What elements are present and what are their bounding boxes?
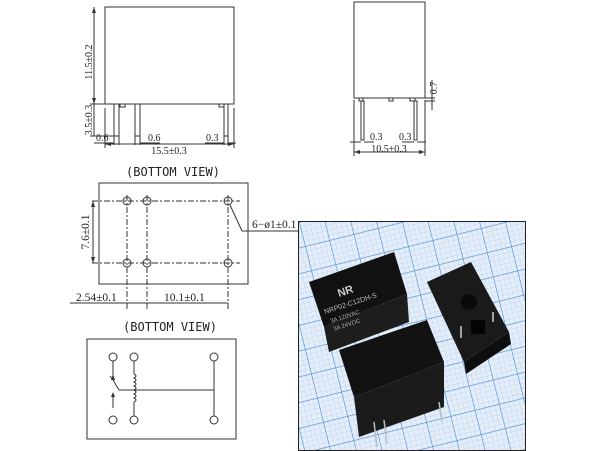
pin-length-dimension: 3.5±0.3 (84, 105, 95, 136)
row-spacing-dimension: 7.6±0.1 (80, 214, 92, 249)
end-pin-right-dimension: 0.3 (399, 132, 412, 143)
relay-body-side (104, 6, 235, 105)
schematic-title: (BOTTOM VIEW) (123, 320, 217, 334)
pin-width-mid-dimension: 0.6 (148, 133, 161, 144)
relay-photo: NR NRP02-C12DH-S 3A 120VAC 3A 24VDC (298, 221, 526, 451)
standoff-dimension: 0.7 (429, 82, 440, 95)
total-width-dimension: 15.5±0.3 (151, 146, 187, 157)
photo-brand: NR (336, 284, 355, 300)
pin-width-right-dimension: 0.3 (206, 133, 219, 144)
pin-width-left-dimension: 0.6 (96, 133, 109, 144)
schematic-outline (86, 338, 237, 440)
pcb-layout-title: (BOTTOM VIEW) (126, 165, 220, 179)
end-total-width-dimension: 10.5±0.3 (371, 144, 407, 155)
end-pin-left-dimension: 0.3 (370, 132, 383, 143)
relay-body-end (353, 1, 426, 99)
hole-dimension: 6−ø1±0.1 (252, 219, 297, 231)
height-dimension: 11.5±0.2 (84, 44, 95, 79)
pitch-dimension: 2.54±0.1 (76, 292, 117, 304)
pcb-outline (98, 182, 249, 285)
span-dimension: 10.1±0.1 (164, 292, 205, 304)
